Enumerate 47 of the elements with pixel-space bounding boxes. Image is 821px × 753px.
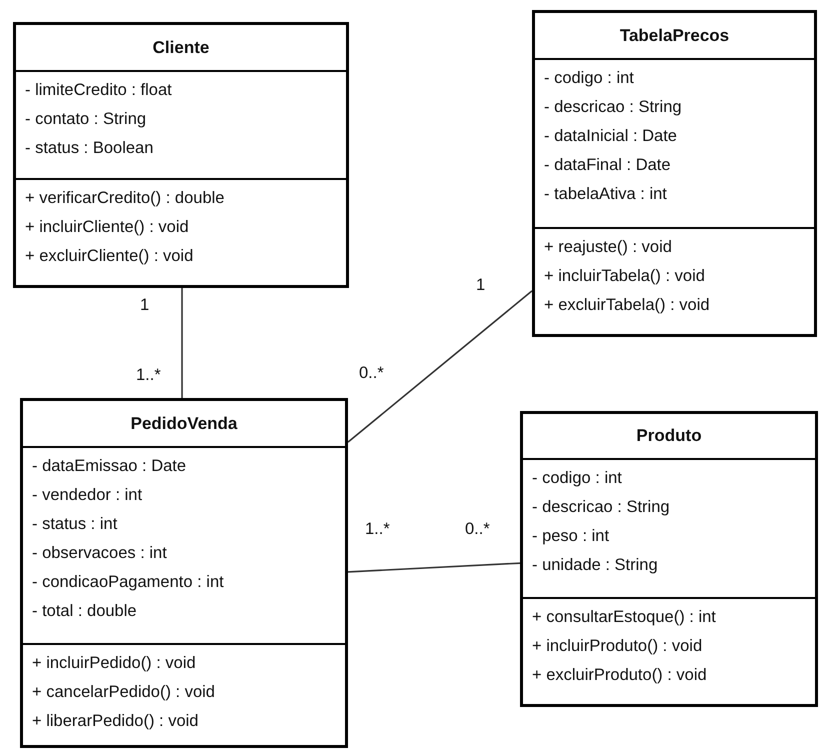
- method-text: + excluirCliente() : void: [25, 246, 194, 267]
- method-text: + cancelarPedido() : void: [32, 682, 215, 703]
- method-text: + liberarPedido() : void: [32, 711, 198, 732]
- attribute-text: - contato : String: [25, 109, 146, 130]
- class-name: Cliente: [152, 38, 210, 58]
- attribute-text: - dataFinal : Date: [544, 155, 671, 176]
- class-name: TabelaPrecos: [620, 26, 730, 46]
- method-text: + verificarCredito() : double: [25, 188, 224, 209]
- method-text: + reajuste() : void: [544, 237, 672, 258]
- attribute-text: - status : int: [32, 514, 118, 535]
- multiplicity-label: 0..*: [359, 364, 384, 383]
- attribute-text: - tabelaAtiva : int: [544, 184, 667, 205]
- association-line: [181, 288, 183, 398]
- method-text: + excluirTabela() : void: [544, 295, 710, 316]
- method-text: + incluirPedido() : void: [32, 653, 196, 674]
- association-line: [348, 290, 532, 443]
- class-name: PedidoVenda: [130, 414, 238, 434]
- method-text: + incluirTabela() : void: [544, 266, 705, 287]
- attribute-text: - codigo : int: [532, 468, 622, 489]
- attribute-text: - observacoes : int: [32, 543, 167, 564]
- multiplicity-label: 0..*: [465, 520, 490, 539]
- multiplicity-label: 1: [140, 296, 150, 315]
- attribute-text: - dataEmissao : Date: [32, 456, 186, 477]
- method-text: + incluirCliente() : void: [25, 217, 189, 238]
- class-box: [520, 411, 818, 707]
- attribute-text: - total : double: [32, 601, 137, 622]
- class-box: [532, 10, 817, 337]
- attribute-text: - dataInicial : Date: [544, 126, 677, 147]
- attribute-text: - status : Boolean: [25, 138, 154, 159]
- multiplicity-label: 1..*: [136, 366, 161, 385]
- attribute-text: - codigo : int: [544, 68, 634, 89]
- class-name: Produto: [636, 426, 702, 446]
- attribute-text: - vendedor : int: [32, 485, 142, 506]
- attribute-text: - unidade : String: [532, 555, 658, 576]
- attribute-text: - peso : int: [532, 526, 610, 547]
- multiplicity-label: 1..*: [365, 520, 390, 539]
- class-box: [20, 398, 348, 748]
- attribute-text: - condicaoPagamento : int: [32, 572, 224, 593]
- method-text: + excluirProduto() : void: [532, 665, 707, 686]
- class-box: [13, 22, 349, 288]
- multiplicity-label: 1: [476, 276, 486, 295]
- method-text: + incluirProduto() : void: [532, 636, 702, 657]
- method-text: + consultarEstoque() : int: [532, 607, 716, 628]
- attribute-text: - descricao : String: [544, 97, 682, 118]
- attribute-text: - limiteCredito : float: [25, 80, 172, 101]
- association-line: [348, 562, 520, 573]
- attribute-text: - descricao : String: [532, 497, 670, 518]
